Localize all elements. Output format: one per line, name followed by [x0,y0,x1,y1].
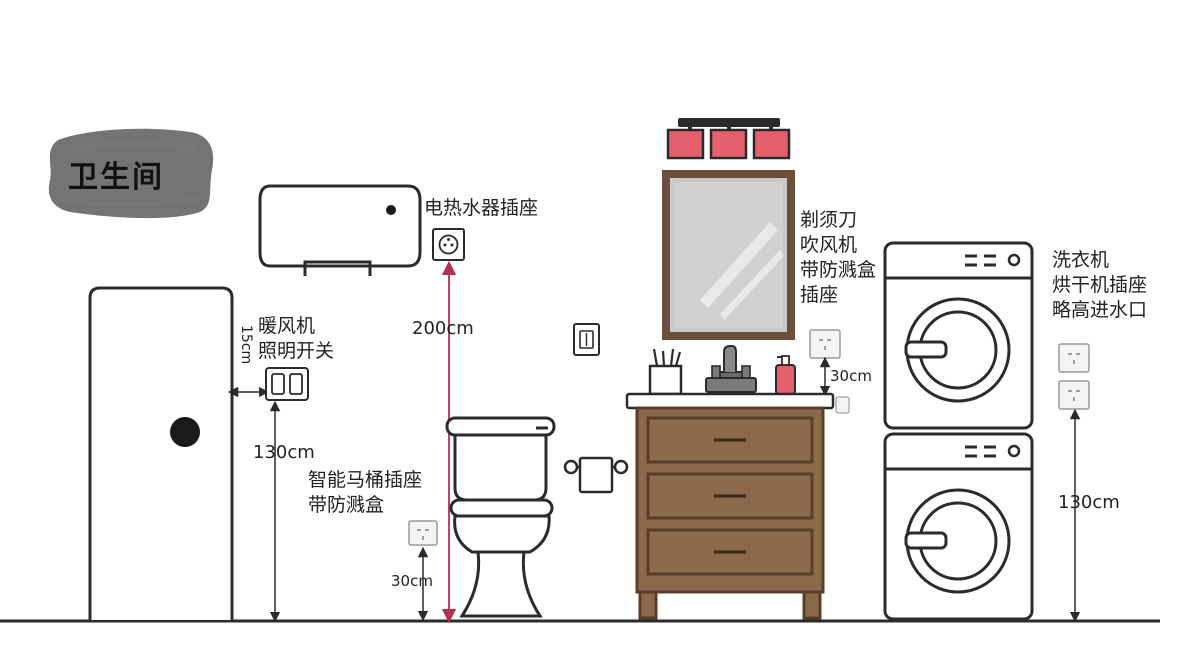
toilet-socket-label-line-2: 带防溅盒 [308,494,385,516]
toothbrush-cup [648,348,683,396]
soap-dispenser [775,355,796,395]
washer-socket-upper [1058,343,1090,373]
lamp-shade-2 [709,128,748,160]
page-title: 卫生间 [68,160,164,195]
water-heater-socket [432,228,465,261]
water-heater-socket-label: 电热水器插座 [424,197,539,219]
mirror-socket-gap-dimension-label: 30cm [830,367,872,385]
mirror-socket-label-line-1: 剃须刀 [800,209,858,231]
switch-offset-dimension-label: 15cm [238,325,254,365]
toilet [445,416,556,618]
door-knob [170,417,200,447]
counter-side-socket [835,396,850,414]
heater-switch-label-line-2: 照明开关 [258,340,335,362]
heater-switch [265,367,309,401]
door [88,286,234,620]
water-heater [258,184,422,276]
mirror-socket-label-line-3: 带防溅盒 [800,259,877,281]
heater-socket-height-dimension-label: 200cm [412,318,474,339]
lamp-shade-3 [752,128,791,160]
vanity-cabinet [625,392,835,620]
heater-switch-label: 暖风机 照明开关 [258,314,334,364]
wall-switch [573,323,600,356]
switch-height-dimension-label: 130cm [253,442,315,463]
mirror-socket-label-line-2: 吹风机 [800,234,858,256]
heater-switch-label-line-1: 暖风机 [258,315,316,337]
faucet [705,345,757,393]
toilet-socket-label-line-1: 智能马桶插座 [308,469,423,491]
mirror-socket-label: 剃须刀 吹风机 带防溅盒 插座 [800,208,876,308]
mirror [662,170,795,340]
mirror-socket [809,329,841,359]
washer-socket-label-line-3: 略高进水口 [1052,299,1148,321]
washer-socket-height-dimension-label: 130cm [1058,492,1120,513]
washer-socket-label-line-1: 洗衣机 [1052,249,1110,271]
washer-socket-lower [1058,380,1090,410]
vanity-light [666,118,791,160]
water-heater-indicator [386,205,396,215]
washer-socket-label: 洗衣机 烘干机插座 略高进水口 [1052,248,1147,323]
toilet-socket-label: 智能马桶插座 带防溅盒 [308,468,422,518]
mirror-socket-label-line-4: 插座 [800,284,839,306]
toilet-paper-holder [563,456,629,494]
washing-machine [883,432,1034,621]
toilet-socket-height-dimension-label: 30cm [391,572,433,590]
title-brush-background [48,128,214,219]
washer-socket-label-line-2: 烘干机插座 [1052,274,1148,296]
lamp-shade-1 [666,128,705,160]
toilet-socket [408,520,438,546]
dryer [883,241,1034,430]
